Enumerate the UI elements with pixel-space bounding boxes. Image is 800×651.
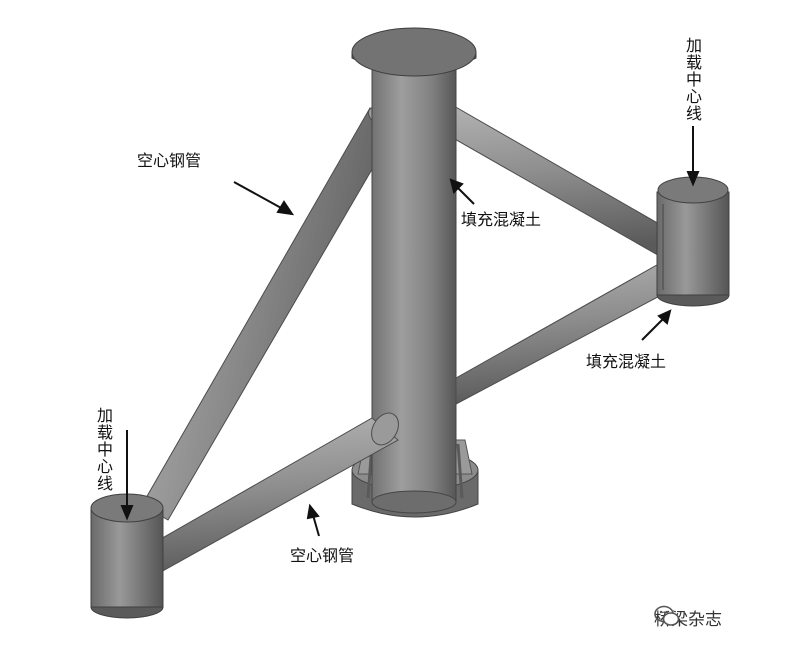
annotation-arrows xyxy=(120,126,700,537)
label-concrete-fill-right: 填充混凝土 xyxy=(586,352,667,371)
arrow-hollow-tube-upper xyxy=(233,181,295,216)
arrow-concrete-fill-right xyxy=(641,309,672,341)
tube-upper-right xyxy=(431,97,681,263)
wechat-icon xyxy=(654,605,680,626)
arrow-load-center-left xyxy=(120,430,134,521)
watermark: 桥梁杂志 xyxy=(654,605,722,630)
label-load-center-line-left: 加载中心线 xyxy=(94,407,113,492)
column-top-cap xyxy=(351,27,477,77)
arrow-concrete-fill-center xyxy=(449,178,475,205)
label-concrete-fill-center: 填充混凝土 xyxy=(461,210,542,229)
right-node-drum xyxy=(656,176,730,307)
label-hollow-tube-lower: 空心钢管 xyxy=(290,546,355,565)
left-node-drum xyxy=(90,493,164,619)
label-hollow-tube-upper: 空心钢管 xyxy=(137,151,202,170)
arrow-hollow-tube-lower xyxy=(306,503,320,537)
arrow-load-center-right xyxy=(686,126,700,187)
label-load-center-line-right: 加载中心线 xyxy=(683,37,702,122)
